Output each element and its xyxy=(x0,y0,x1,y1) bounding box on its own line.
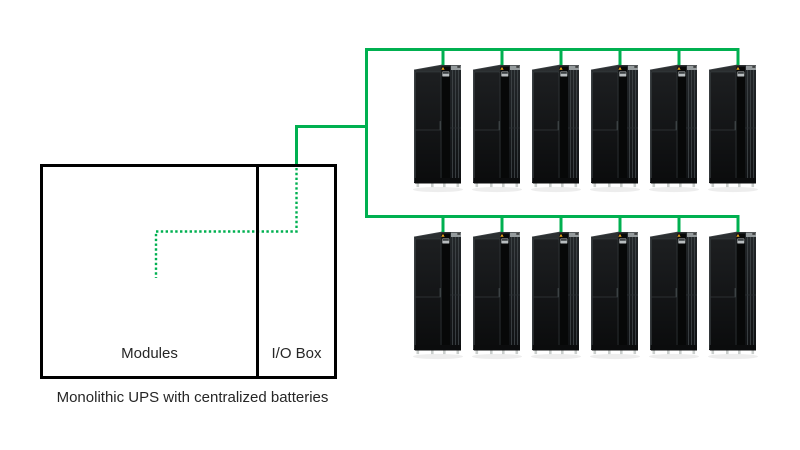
rack-row-top xyxy=(413,62,758,193)
ups-rack-icon xyxy=(590,64,640,193)
ups-box-divider xyxy=(256,167,259,376)
modules-label: Modules xyxy=(121,345,178,362)
ups-feeder-line xyxy=(295,125,367,166)
battery-dotted-line xyxy=(154,168,298,278)
ups-rack-icon xyxy=(413,231,463,360)
ups-caption: Monolithic UPS with centralized batterie… xyxy=(56,389,329,406)
ups-rack-icon xyxy=(472,231,522,360)
ups-rack-icon xyxy=(649,231,699,360)
io-box-label: I/O Box xyxy=(271,345,322,362)
ups-rack-icon xyxy=(590,231,640,360)
rack-stub-lines-top xyxy=(441,49,740,67)
ups-rack-icon xyxy=(472,64,522,193)
ups-rack-icon xyxy=(413,64,463,193)
rack-stub-lines-bottom xyxy=(441,216,740,234)
ups-rack-icon xyxy=(531,231,581,360)
ups-box: Modules I/O Box xyxy=(40,164,337,379)
ups-rack-icon xyxy=(531,64,581,193)
rack-row-bottom xyxy=(413,229,758,360)
ups-rack-icon xyxy=(708,64,758,193)
ups-rack-icon xyxy=(649,64,699,193)
ups-rack-icon xyxy=(708,231,758,360)
